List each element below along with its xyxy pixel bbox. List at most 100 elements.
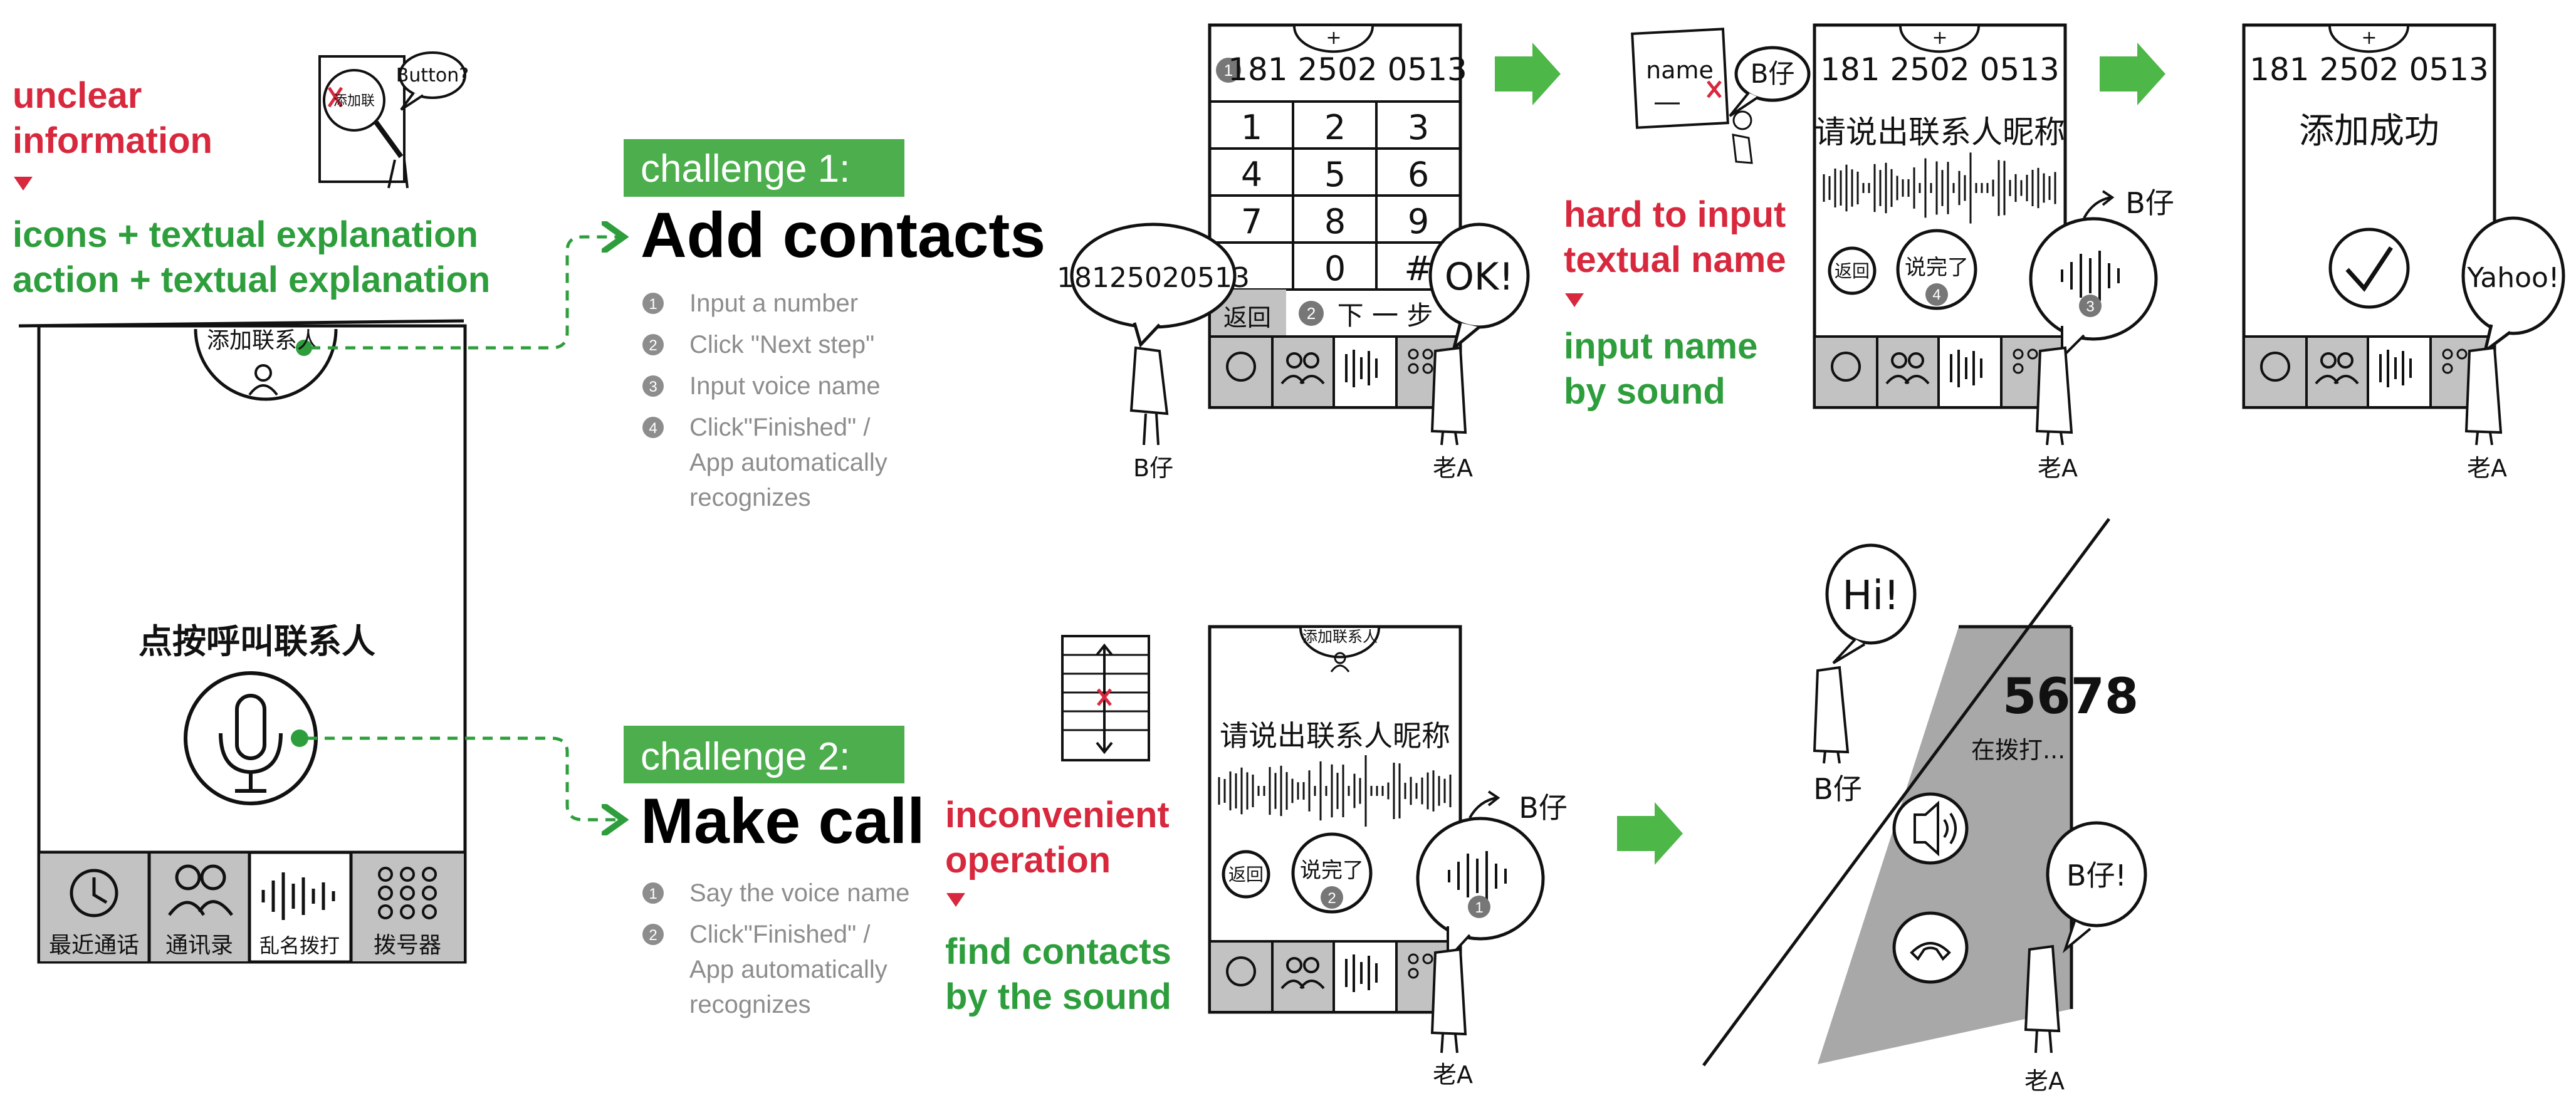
main-phone-sketch bbox=[18, 319, 467, 964]
dialpad-icon bbox=[378, 867, 437, 919]
keypad-key[interactable]: 2 bbox=[1324, 108, 1346, 147]
mic-anchor-dot bbox=[291, 729, 308, 747]
keypad-key[interactable]: 1 bbox=[1241, 108, 1262, 147]
checkmark-icon bbox=[2345, 246, 2393, 292]
keypad-key[interactable]: 7 bbox=[1241, 202, 1262, 241]
screen2-back-button[interactable]: 返回 bbox=[1835, 261, 1870, 281]
down-triangle-icon bbox=[1565, 293, 1584, 307]
screen2-annotations: hard to input textual name input name by… bbox=[1564, 28, 1811, 412]
magnifier-doodle bbox=[318, 51, 466, 189]
char-a-label-2: 老A bbox=[2038, 454, 2078, 482]
step-text: Click"Finished" / bbox=[689, 921, 871, 948]
step-number: 1 bbox=[649, 886, 657, 902]
flow-arrows bbox=[1495, 43, 2165, 865]
svg-text:+: + bbox=[1326, 27, 1341, 49]
screen2-problem-line2: textual name bbox=[1564, 239, 1786, 280]
screen1-next-button[interactable]: 下 一 步 bbox=[1338, 300, 1433, 331]
step-number-badge bbox=[642, 293, 664, 314]
screen1-badge-1 bbox=[1216, 58, 1241, 83]
keypad-key[interactable]: 5 bbox=[1324, 155, 1346, 194]
step-text: App automatically bbox=[689, 449, 887, 476]
connector-challenge2 bbox=[307, 736, 620, 820]
step-text: Input a number bbox=[689, 290, 858, 317]
screen3-bubble-text: Yahoo! bbox=[2466, 262, 2559, 294]
screen3-number: 181 2502 0513 bbox=[2249, 51, 2489, 88]
keypad-key[interactable]: 8 bbox=[1324, 202, 1346, 241]
step-number: 2 bbox=[649, 927, 657, 944]
microphone-icon bbox=[235, 694, 266, 760]
screen2-solution-line2: by sound bbox=[1564, 371, 1725, 412]
step-number: 2 bbox=[649, 337, 657, 354]
char-a-label-5: 老A bbox=[2024, 1067, 2065, 1095]
char-a-label-4: 老A bbox=[1433, 1061, 1473, 1089]
tap-to-call-prompt: 点按呼叫联系人 bbox=[139, 622, 375, 661]
screen2-done-button[interactable]: 说完了 bbox=[1905, 255, 1969, 280]
keypad-key[interactable]: 6 bbox=[1408, 155, 1429, 194]
keypad-key[interactable]: 9 bbox=[1408, 202, 1429, 241]
screen5-number-partial: 5678 bbox=[2003, 669, 2139, 725]
screen5-char-b-label: B仔 bbox=[1813, 772, 1862, 806]
screen2-badge-4: 4 bbox=[1932, 286, 1940, 303]
down-triangle-icon bbox=[14, 177, 33, 191]
hang-up-icon[interactable] bbox=[1910, 942, 1951, 961]
svg-text:+: + bbox=[1932, 27, 1947, 49]
tab-dialer[interactable]: 拨号器 bbox=[374, 933, 441, 958]
name-card-label: name bbox=[1646, 56, 1714, 84]
step-number-badge bbox=[642, 375, 664, 397]
screen1-right-bubble-text: OK! bbox=[1445, 255, 1514, 299]
name-card-bubble: B仔 bbox=[1751, 58, 1795, 89]
button-question-bubble-text: Button? bbox=[396, 65, 469, 86]
stick-figure-right-4 bbox=[1430, 948, 1467, 1053]
screen3-bubble bbox=[2461, 216, 2565, 355]
screen1-left-bubble-text: 18125020513 bbox=[1057, 262, 1250, 294]
tab-voice-dial[interactable]: 乱名拨打 bbox=[259, 934, 340, 958]
screen1-badge-2: 2 bbox=[1307, 304, 1316, 323]
tab-contacts[interactable]: 通讯录 bbox=[165, 933, 233, 958]
step-text: Input voice name bbox=[689, 372, 881, 400]
step-text: Say the voice name bbox=[689, 879, 909, 907]
stick-figure-right bbox=[1430, 346, 1467, 446]
tab-recent-calls[interactable]: 最近通话 bbox=[49, 933, 139, 958]
screen4-solution-line2: by the sound bbox=[945, 976, 1171, 1017]
keypad-key[interactable]: # bbox=[1404, 249, 1432, 288]
screen4-done-button[interactable]: 说完了 bbox=[1300, 858, 1364, 883]
connector-challenge1 bbox=[310, 237, 620, 350]
screen3-success-text: 添加成功 bbox=[2299, 111, 2439, 152]
screen4-badge-2: 2 bbox=[1327, 890, 1336, 907]
screen4-badge-1: 1 bbox=[1475, 899, 1483, 916]
screen1-back-button[interactable]: 返回 bbox=[1223, 304, 1271, 332]
speaker-icon bbox=[1914, 800, 1939, 857]
screen4-annotations: inconvenient operation find contacts by … bbox=[945, 635, 1171, 1017]
step-number: 3 bbox=[649, 379, 657, 395]
step-text: Click"Finished" / bbox=[689, 414, 871, 441]
keypad-key[interactable]: 0 bbox=[1324, 249, 1346, 288]
arrow-right-icon-2 bbox=[2100, 43, 2165, 105]
screen2-solution-line1: input name bbox=[1564, 326, 1757, 367]
step-number: 1 bbox=[649, 296, 657, 313]
step-number-badge bbox=[642, 417, 664, 438]
char-a-label-1: 老A bbox=[1433, 454, 1473, 482]
down-triangle-icon bbox=[946, 893, 965, 907]
step-text: App automatically bbox=[689, 956, 887, 983]
keypad-key[interactable]: 3 bbox=[1408, 108, 1429, 147]
screen4-back-button[interactable]: 返回 bbox=[1228, 864, 1264, 885]
screen4-top-label: 添加联系人 bbox=[1302, 628, 1378, 646]
screen2-prompt: 请说出联系人昵称 bbox=[1814, 114, 2065, 150]
screen2-problem-line1: hard to input bbox=[1564, 194, 1786, 235]
challenge1-chip-bg bbox=[624, 139, 904, 197]
screen5-hi-bubble: Hi! bbox=[1842, 573, 1900, 619]
contact-anchor-dot bbox=[296, 340, 312, 356]
challenge1-title: Add contacts bbox=[641, 199, 1045, 271]
stick-figure-right-3 bbox=[2464, 346, 2503, 446]
step-number-badge bbox=[642, 882, 664, 904]
step-number: 4 bbox=[649, 420, 657, 437]
challenge1-chip: challenge 1: bbox=[641, 147, 850, 191]
char-a-label-3: 老A bbox=[2467, 454, 2507, 482]
stick-figure-left bbox=[1129, 346, 1169, 446]
char-b-label: B仔 bbox=[1133, 454, 1173, 482]
screen3-phone: + bbox=[2242, 23, 2496, 409]
keypad-key[interactable]: 4 bbox=[1241, 155, 1262, 194]
